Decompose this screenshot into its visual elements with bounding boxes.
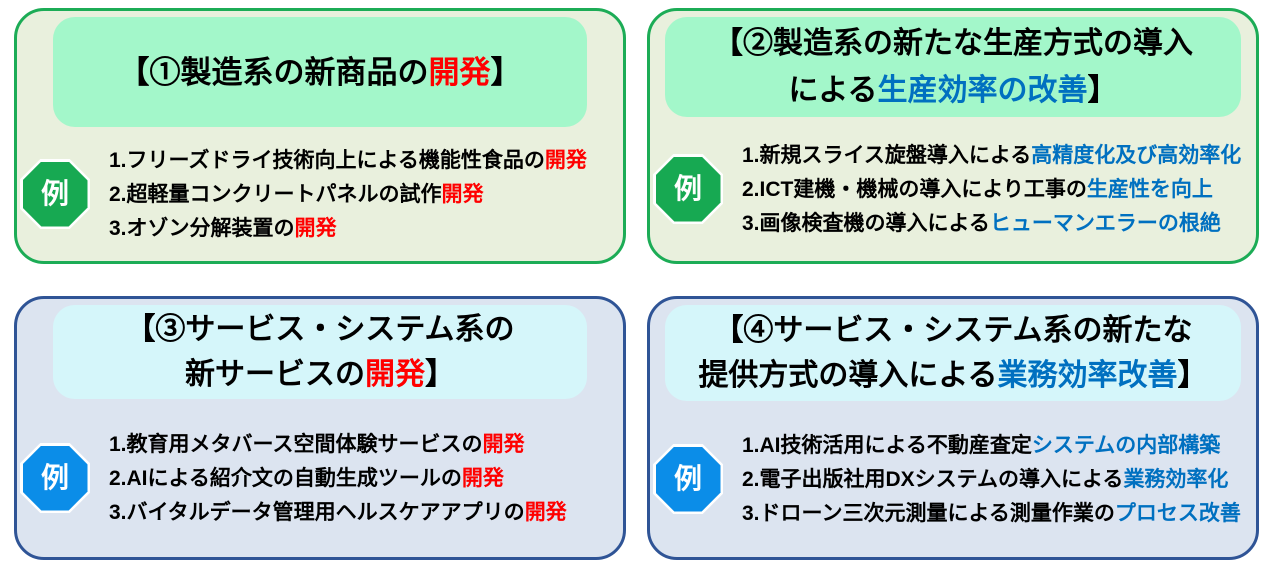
category-title-line: による生産効率の改善】 <box>788 67 1117 114</box>
item-segment: 2.電子出版社用DXシステムの導入による <box>742 467 1124 491</box>
item-segment: 開発 <box>294 216 337 240</box>
category-title-line: 【③サービス・システム系の <box>125 307 514 352</box>
item-segment: 業務効率化 <box>1123 467 1229 491</box>
item-segment: 3.バイタルデータ管理用ヘルスケアアプリの <box>109 500 525 524</box>
category-box-1: 【①製造系の新商品の開発】 例 1.フリーズドライ技術向上による機能性食品の開発… <box>14 8 626 264</box>
title-segment: 【②製造系の新たな生産方式の導入 <box>713 27 1193 60</box>
item-segment: 開発 <box>524 500 567 524</box>
example-octagon-badge: 例 <box>20 159 90 229</box>
title-segment: 】 <box>490 54 522 90</box>
title-segment: 生産効率の改善 <box>877 74 1088 107</box>
example-octagon-badge: 例 <box>653 444 723 514</box>
item-segment: 1.新規スライス旋盤導入による <box>742 143 1032 167</box>
category-title: 【④サービス・システム系の新たな提供方式の導入による業務効率改善】 <box>665 305 1241 401</box>
item-segment: 開発 <box>441 182 484 206</box>
category-title-line: 提供方式の導入による業務効率改善】 <box>698 353 1207 398</box>
item-segment: 開発 <box>482 432 525 456</box>
item-segment: 2.超軽量コンクリートパネルの試作 <box>109 182 442 206</box>
category-box-2: 【②製造系の新たな生産方式の導入による生産効率の改善】 例 1.新規スライス旋盤… <box>647 8 1259 264</box>
example-badge-label: 例 <box>673 173 702 204</box>
title-segment: 】 <box>424 358 455 391</box>
example-item: 2.ICT建機・機械の導入により工事の生産性を向上 <box>742 176 1241 203</box>
example-badge-label: 例 <box>40 462 69 493</box>
item-segment: 開発 <box>461 466 504 490</box>
category-box-4: 【④サービス・システム系の新たな提供方式の導入による業務効率改善】 例 1.AI… <box>647 296 1259 560</box>
title-segment: 【④サービス・システム系の新たな <box>713 314 1193 347</box>
example-item: 2.電子出版社用DXシステムの導入による業務効率化 <box>742 466 1241 493</box>
example-item: 1.教育用メタバース空間体験サービスの開発 <box>109 431 567 458</box>
category-title: 【②製造系の新たな生産方式の導入による生産効率の改善】 <box>665 17 1241 117</box>
category-box-3: 【③サービス・システム系の新サービスの開発】 例 1.教育用メタバース空間体験サ… <box>14 296 626 560</box>
example-item: 3.画像検査機の導入によるヒューマンエラーの根絶 <box>742 210 1241 237</box>
item-segment: ヒューマンエラーの根絶 <box>989 211 1221 235</box>
item-segment: システムの内部構築 <box>1031 433 1221 457</box>
category-title-line: 【①製造系の新商品の開発】 <box>118 49 521 96</box>
title-segment: 開発 <box>428 54 491 90</box>
item-segment: 1.フリーズドライ技術向上による機能性食品の <box>109 148 545 172</box>
item-segment: 3.ドローン三次元測量による測量作業の <box>742 501 1115 525</box>
category-title: 【③サービス・システム系の新サービスの開発】 <box>53 305 587 399</box>
title-segment: 業務効率改善 <box>997 359 1178 392</box>
item-segment: 1.AI技術活用による不動産査定 <box>742 433 1032 457</box>
item-segment: 1.教育用メタバース空間体験サービスの <box>109 432 483 456</box>
title-segment: 】 <box>1087 74 1118 107</box>
example-item-list: 1.新規スライス旋盤導入による高精度化及び高効率化 2.ICT建機・機械の導入によ… <box>650 135 1247 244</box>
category-title-line: 【②製造系の新たな生産方式の導入 <box>713 20 1193 67</box>
example-item: 2.超軽量コンクリートパネルの試作開発 <box>109 181 587 208</box>
title-segment: 【①製造系の新商品の <box>118 54 429 90</box>
example-item: 2.AIによる紹介文の自動生成ツールの開発 <box>109 465 567 492</box>
item-segment: 高精度化及び高効率化 <box>1031 143 1242 167</box>
example-badge-label: 例 <box>673 463 702 494</box>
item-segment: 2.AIによる紹介文の自動生成ツールの <box>109 466 462 490</box>
item-segment: 3.画像検査機の導入による <box>742 211 990 235</box>
example-octagon-badge: 例 <box>653 154 723 224</box>
example-item: 3.オゾン分解装置の開発 <box>109 215 587 242</box>
title-segment: 開発 <box>364 358 425 391</box>
example-item: 1.新規スライス旋盤導入による高精度化及び高効率化 <box>742 142 1241 169</box>
title-segment: による <box>788 74 878 107</box>
title-segment: 新サービスの <box>184 358 365 391</box>
example-octagon-badge: 例 <box>20 443 90 513</box>
title-segment: 】 <box>1177 359 1208 392</box>
category-title-line: 【④サービス・システム系の新たな <box>713 308 1192 353</box>
item-segment: プロセス改善 <box>1114 501 1241 525</box>
example-item: 3.ドローン三次元測量による測量作業のプロセス改善 <box>742 500 1241 527</box>
example-item: 1.フリーズドライ技術向上による機能性食品の開発 <box>109 147 587 174</box>
example-item: 3.バイタルデータ管理用ヘルスケアアプリの開発 <box>109 499 567 526</box>
category-title: 【①製造系の新商品の開発】 <box>53 17 587 127</box>
item-segment: 3.オゾン分解装置の <box>109 216 295 240</box>
title-segment: 【③サービス・システム系の <box>125 313 515 346</box>
item-segment: 生産性を向上 <box>1086 177 1213 201</box>
title-segment: 提供方式の導入による <box>698 359 998 392</box>
item-segment: 2.ICT建機・機械の導入により工事の <box>742 177 1087 201</box>
example-badge-label: 例 <box>40 178 69 209</box>
category-title-line: 新サービスの開発】 <box>185 352 455 397</box>
category-body: 例 1.AI技術活用による不動産査定システムの内部構築 2.電子出版社用DXシステ… <box>650 401 1256 557</box>
category-body: 例 1.新規スライス旋盤導入による高精度化及び高効率化 2.ICT建機・機械の導入… <box>650 117 1256 261</box>
example-item: 1.AI技術活用による不動産査定システムの内部構築 <box>742 432 1241 459</box>
example-item-list: 1.AI技術活用による不動産査定システムの内部構築 2.電子出版社用DXシステムの… <box>650 425 1247 534</box>
item-segment: 開発 <box>544 148 587 172</box>
